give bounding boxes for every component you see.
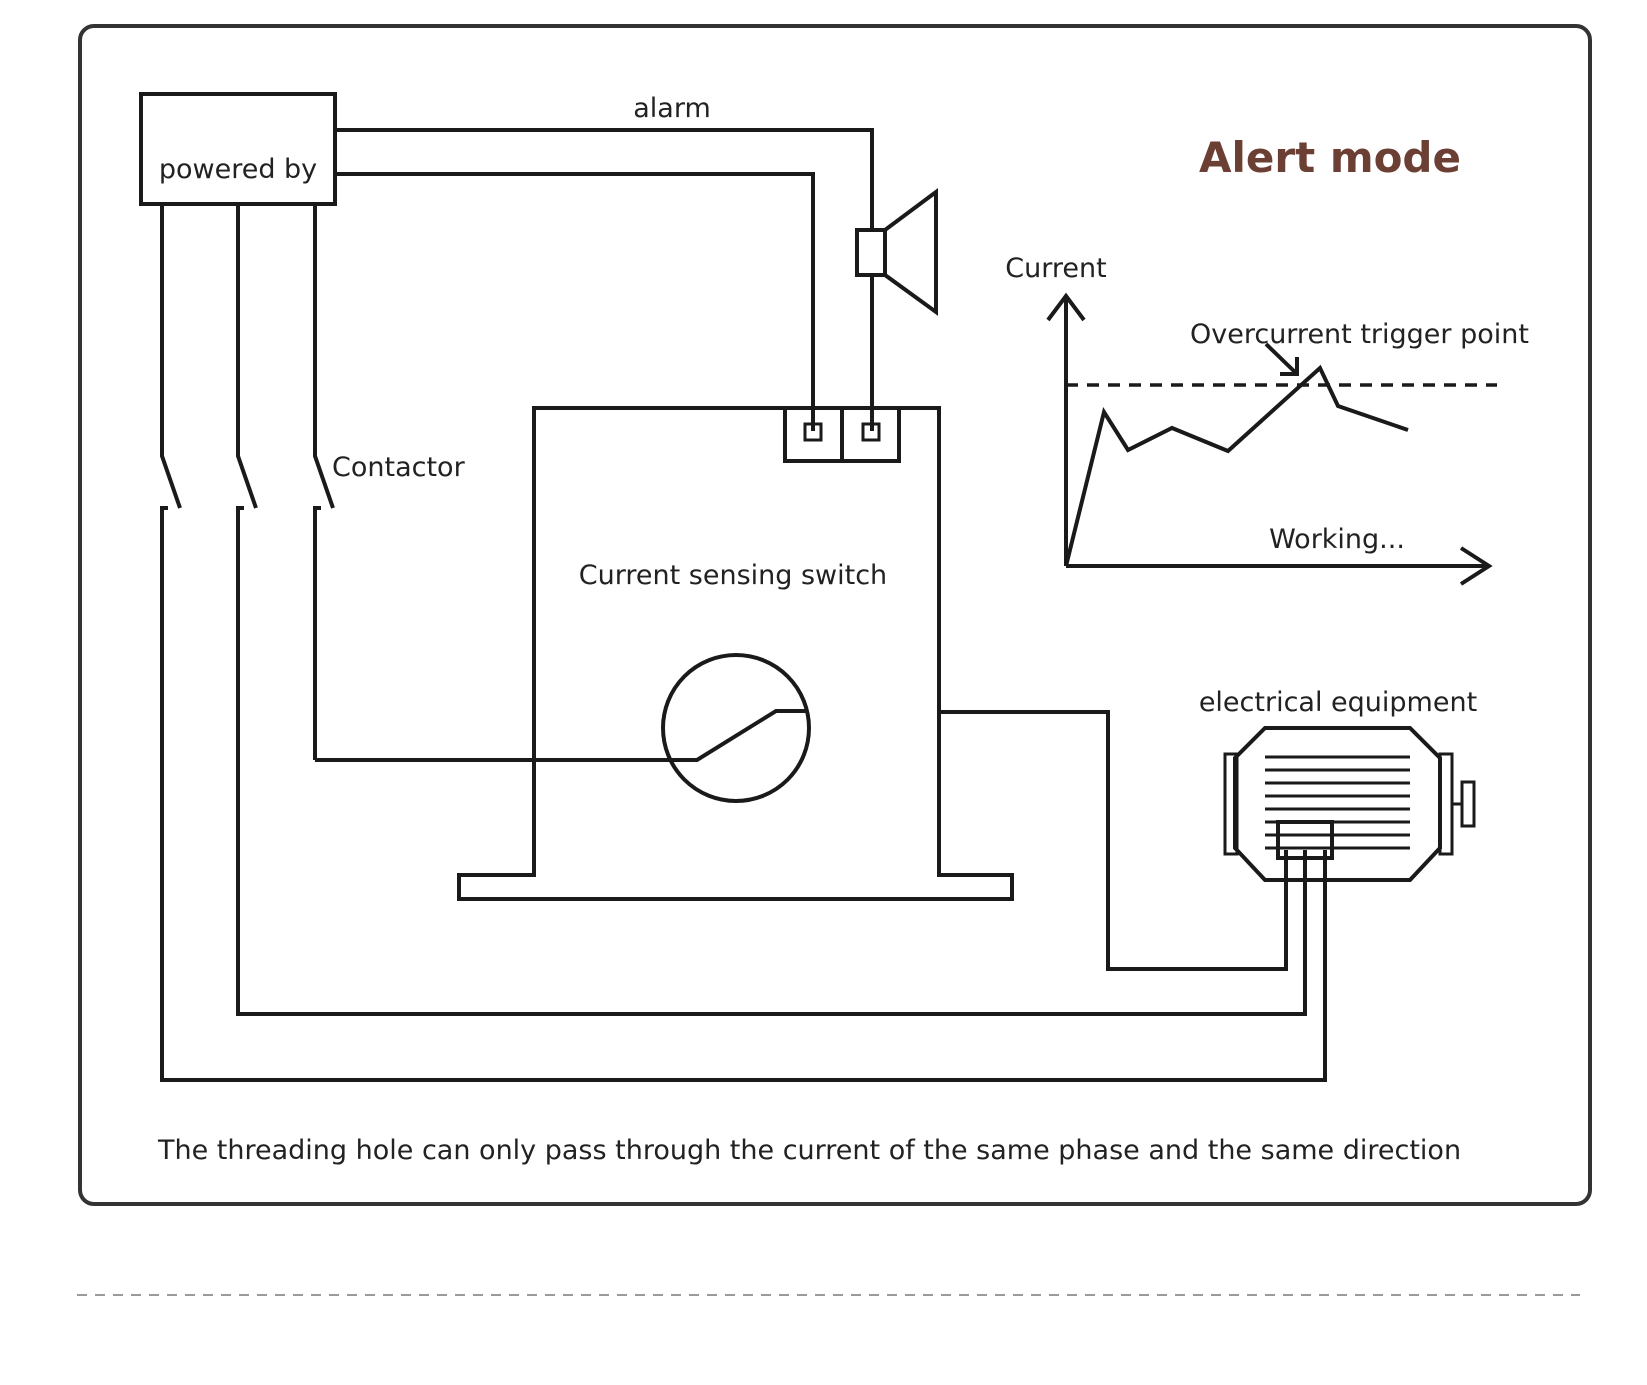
overcurrent-trigger-label: Overcurrent trigger point xyxy=(1190,319,1529,350)
alarm-wire xyxy=(335,128,874,230)
graph-y-axis xyxy=(1046,292,1086,566)
current-sensing-switch-label: Current sensing switch xyxy=(579,560,887,591)
alarm-speaker-icon xyxy=(855,188,938,316)
graph-y-label: Current xyxy=(1005,253,1106,284)
graph-x-axis xyxy=(1066,546,1493,586)
diagram-frame xyxy=(78,24,1592,1206)
diagram-title: Alert mode xyxy=(1199,133,1461,182)
switch-terminals xyxy=(783,406,901,463)
phase-line-3 xyxy=(313,204,335,760)
current-trace xyxy=(1064,364,1409,567)
contactor-label: Contactor xyxy=(332,452,466,483)
sensor-switch-contact xyxy=(315,709,808,762)
current-graph: Current Working... Overcurrent trigger p… xyxy=(1005,253,1529,586)
equipment-feed-wire xyxy=(939,710,1288,971)
electrical-equipment-label: electrical equipment xyxy=(1199,687,1477,718)
current-sensing-switch-body xyxy=(457,406,1014,901)
graph-x-label: Working... xyxy=(1269,524,1405,555)
threading-hole-coil xyxy=(661,653,811,803)
phase-line-2 xyxy=(236,204,1307,1016)
alarm-label: alarm xyxy=(633,93,711,124)
power-supply-label: powered by xyxy=(159,154,317,185)
motor-terminal-box xyxy=(1276,820,1334,860)
trigger-pointer-arrow xyxy=(1264,342,1299,376)
phase-line-1 xyxy=(160,204,1327,1082)
footer-note: The threading hole can only pass through… xyxy=(157,1135,1461,1166)
motor-icon xyxy=(1223,726,1476,882)
sensor-supply-wire xyxy=(335,172,815,431)
